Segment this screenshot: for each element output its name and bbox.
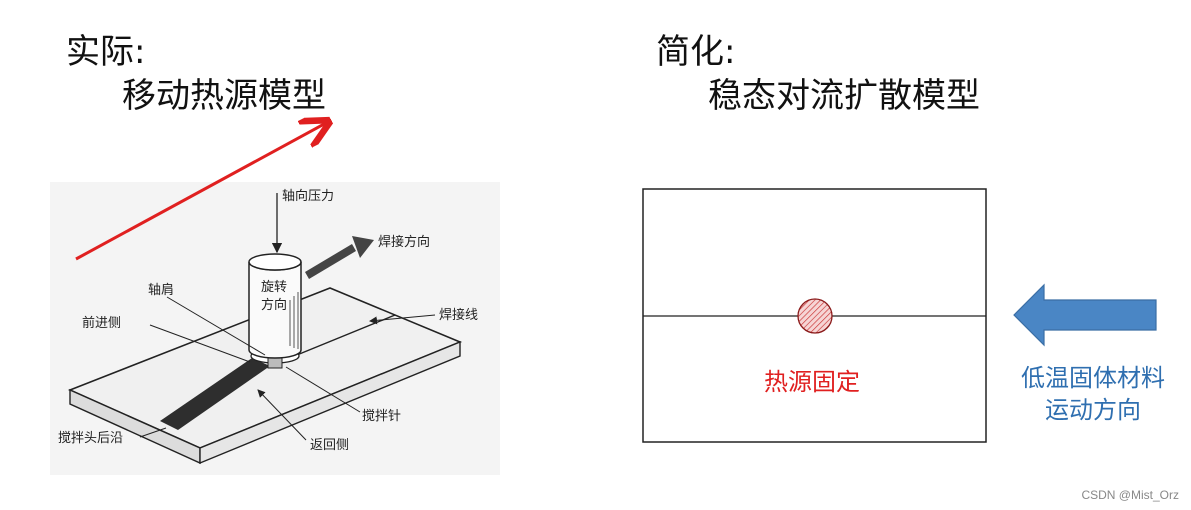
flow-label: 低温固体材料 运动方向 xyxy=(1008,362,1178,426)
label-weld-direction: 焊接方向 xyxy=(378,234,430,250)
flow-label-line1: 低温固体材料 xyxy=(1021,364,1165,392)
weld-direction-arrow xyxy=(305,244,356,279)
label-trailing-edge: 搅拌头后沿 xyxy=(58,430,123,446)
left-heading: 实际: xyxy=(66,32,146,72)
flow-label-line2: 运动方向 xyxy=(1045,396,1141,424)
label-shoulder: 轴肩 xyxy=(148,282,174,298)
label-weld-line: 焊接线 xyxy=(439,307,478,323)
plate-side xyxy=(199,340,461,465)
right-subheading: 稳态对流扩散模型 xyxy=(708,76,980,116)
label-retreating-side: 返回侧 xyxy=(310,438,349,453)
label-pin: 搅拌针 xyxy=(362,408,401,424)
label-axial-pressure: 轴向压力 xyxy=(282,188,334,204)
label-rotation-1: 旋转 xyxy=(261,280,287,295)
flow-direction-arrow xyxy=(1013,283,1157,347)
watermark: CSDN @Mist_Orz xyxy=(1081,488,1179,502)
heat-source-circle xyxy=(797,298,833,334)
label-rotation-2: 方向 xyxy=(261,297,287,313)
label-advancing-side: 前进侧 xyxy=(82,315,121,331)
right-heading: 简化: xyxy=(656,32,736,72)
left-subheading: 移动热源模型 xyxy=(122,76,326,116)
moving-direction-arrow xyxy=(75,123,326,261)
weld-seam xyxy=(160,358,270,430)
heat-source-label: 热源固定 xyxy=(764,368,860,396)
